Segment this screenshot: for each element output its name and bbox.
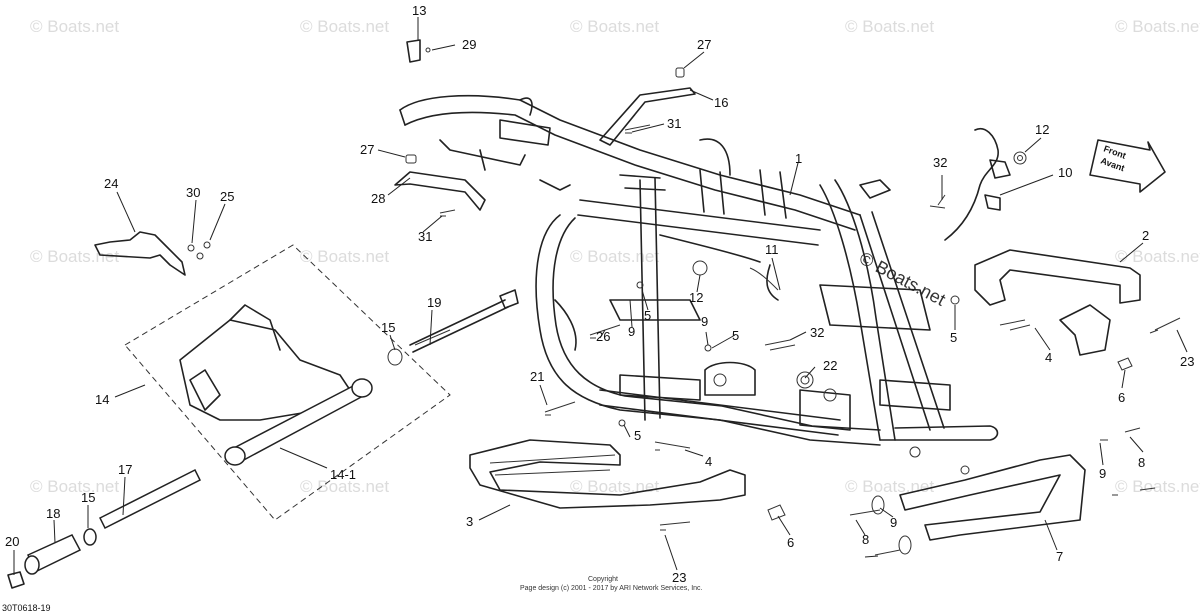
callout-30[interactable]: 30	[186, 185, 200, 200]
callout-24[interactable]: 24	[104, 176, 118, 191]
callout-5[interactable]: 5	[732, 328, 739, 343]
callout-5[interactable]: 5	[634, 428, 641, 443]
callout-11[interactable]: 11	[765, 242, 779, 257]
watermark: © Boats.net	[1115, 477, 1200, 496]
front-bumper-2-drawing	[974, 249, 1181, 371]
front-bumper-7-drawing	[849, 427, 1156, 556]
watermark: © Boats.net	[30, 247, 119, 266]
leader-lines	[13, 17, 1188, 575]
watermark: © Boats.net	[570, 477, 659, 496]
callout-20[interactable]: 20	[5, 534, 19, 549]
callout-6[interactable]: 6	[787, 535, 794, 550]
callout-14-1[interactable]: 14-1	[330, 467, 356, 482]
watermark: © Boats.net	[1115, 17, 1200, 36]
rear-rack-3-drawing	[469, 439, 786, 531]
callout-labels: 13 29 27 16 31 27 28 31 24 30 25 1 12 32…	[5, 3, 1194, 585]
watermark: © Boats.net	[30, 17, 119, 36]
watermark: © Boats.net	[845, 17, 934, 36]
callout-18[interactable]: 18	[46, 506, 60, 521]
callout-13[interactable]: 13	[412, 3, 426, 18]
watermark: © Boats.net	[570, 17, 659, 36]
callout-1[interactable]: 1	[795, 151, 802, 166]
watermark: © Boats.net	[845, 477, 934, 496]
hardware-drawing	[544, 267, 960, 427]
callout-17[interactable]: 17	[118, 462, 132, 477]
callout-23[interactable]: 23	[672, 570, 686, 585]
footer-page-design: Page design (c) 2001 - 2017 by ARI Netwo…	[520, 585, 703, 592]
callout-12[interactable]: 12	[1035, 122, 1049, 137]
callout-7[interactable]: 7	[1056, 549, 1063, 564]
callout-4[interactable]: 4	[1045, 350, 1052, 365]
callout-15[interactable]: 15	[381, 320, 395, 335]
front-direction-badge: Front Avant	[1089, 139, 1166, 193]
grab-rails-drawing	[394, 67, 696, 217]
callout-22[interactable]: 22	[823, 358, 837, 373]
callout-31[interactable]: 31	[418, 229, 432, 244]
callout-29[interactable]: 29	[462, 37, 476, 52]
callout-3[interactable]: 3	[466, 514, 473, 529]
callout-9[interactable]: 9	[1099, 466, 1106, 481]
callout-31[interactable]: 31	[667, 116, 681, 131]
watermark-layer: © Boats.net © Boats.net © Boats.net © Bo…	[30, 17, 1200, 496]
callout-10[interactable]: 10	[1058, 165, 1072, 180]
footer: Copyright Page design (c) 2001 - 2017 by…	[2, 576, 703, 613]
watermark: © Boats.net	[570, 247, 659, 266]
callout-14[interactable]: 14	[95, 392, 109, 407]
harness-10-drawing	[929, 128, 1027, 241]
callout-8[interactable]: 8	[862, 532, 869, 547]
callout-9[interactable]: 9	[628, 324, 635, 339]
watermark: © Boats.net	[300, 247, 389, 266]
callout-23[interactable]: 23	[1180, 354, 1194, 369]
bushing-set-drawing	[7, 468, 202, 589]
main-frame-drawing	[399, 94, 999, 475]
callout-32[interactable]: 32	[810, 325, 824, 340]
callout-9[interactable]: 9	[701, 314, 708, 329]
watermark: © Boats.net	[300, 17, 389, 36]
callout-16[interactable]: 16	[714, 95, 728, 110]
callout-26[interactable]: 26	[596, 329, 610, 344]
watermark: © Boats.net	[1115, 247, 1200, 266]
footer-copyright: Copyright	[588, 576, 618, 583]
callout-2[interactable]: 2	[1142, 228, 1149, 243]
callout-27[interactable]: 27	[697, 37, 711, 52]
callout-19[interactable]: 19	[427, 295, 441, 310]
callout-27[interactable]: 27	[360, 142, 374, 157]
callout-28[interactable]: 28	[371, 191, 385, 206]
bracket-24-drawing	[94, 231, 211, 276]
swing-arm-14-drawing	[124, 244, 451, 521]
bracket-13-drawing	[406, 39, 431, 63]
watermark: © Boats.net	[300, 477, 389, 496]
callout-9[interactable]: 9	[890, 515, 897, 530]
callout-8[interactable]: 8	[1138, 455, 1145, 470]
callout-32[interactable]: 32	[933, 155, 947, 170]
callout-5[interactable]: 5	[644, 308, 651, 323]
callout-5[interactable]: 5	[950, 330, 957, 345]
callout-4[interactable]: 4	[705, 454, 712, 469]
callout-15[interactable]: 15	[81, 490, 95, 505]
watermark: © Boats.net	[30, 477, 119, 496]
callout-6[interactable]: 6	[1118, 390, 1125, 405]
figure-code: 30T0618-19	[2, 603, 51, 613]
callout-25[interactable]: 25	[220, 189, 234, 204]
callout-21[interactable]: 21	[530, 369, 544, 384]
shaft-19-drawing	[387, 289, 519, 366]
callout-12[interactable]: 12	[689, 290, 703, 305]
